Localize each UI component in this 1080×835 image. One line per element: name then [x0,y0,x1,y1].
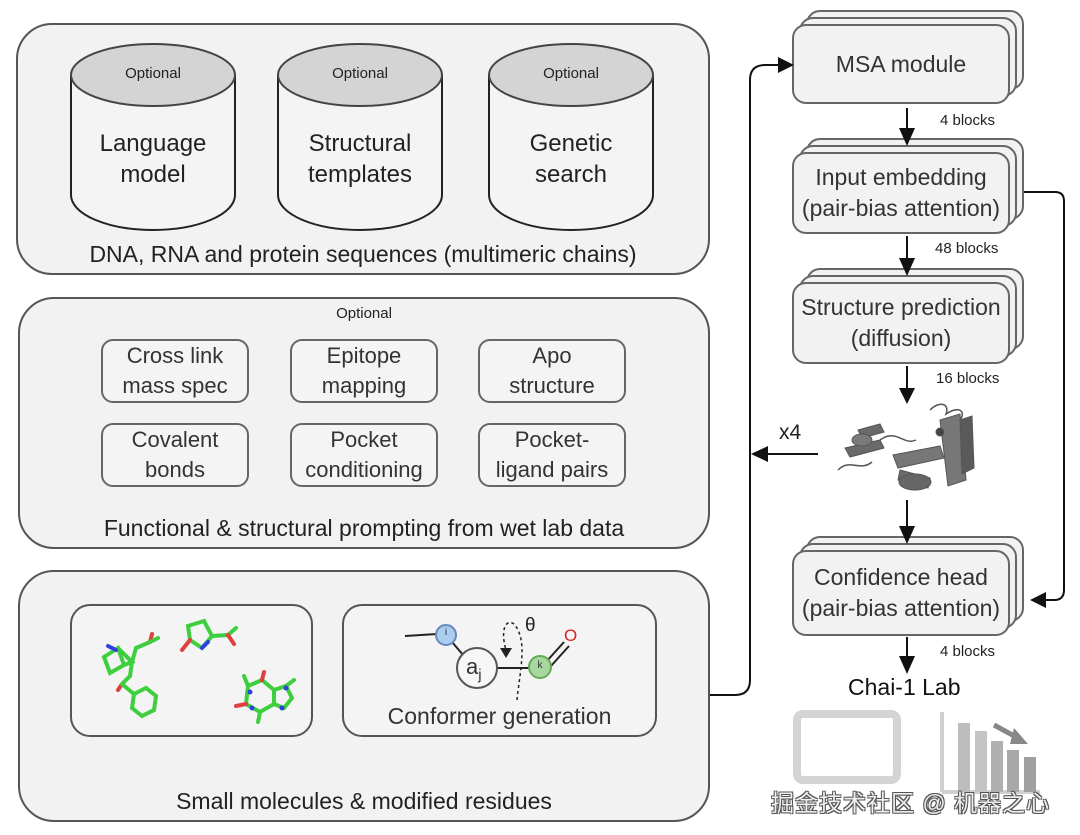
prompt-chip-pocket-ligand: Pocket- ligand pairs [478,423,626,487]
watermark-text: 掘金技术社区 @ 机器之心 [771,790,1051,816]
theta-label: θ [525,615,536,636]
input-embedding-blocks-label: 48 blocks [935,240,999,257]
chai-lab-title: Chai-1 Lab [848,674,961,700]
confidence-head-module: Confidence head (pair-bias attention) [792,536,1024,636]
confidence-head-label: Confidence head (pair-bias attention) [792,550,1010,636]
msa-module: MSA module [792,10,1024,106]
prompting-panel-caption: Functional & structural prompting from w… [103,515,625,541]
prompting-optional-label: Optional [336,305,392,322]
prompt-chip-pocket-conditioning: Pocket conditioning [290,423,438,487]
prompt-chip-apo: Apo structure [478,339,626,403]
connector-lines [710,64,1065,696]
molecule-2-icon [180,618,238,652]
cylinder-optional-label: Optional [125,65,181,82]
molecule-1-icon [101,632,160,719]
molecules-panel-caption: Small molecules & modified residues [176,788,552,814]
molecule-3-icon [234,670,296,724]
cylinder-language-model [70,43,236,231]
conformer-caption: Conformer generation [387,703,612,729]
bar-chart-icon [940,712,1040,794]
input-embedding-label: Input embedding (pair-bias attention) [792,152,1010,234]
cylinder-label: Structural templates [307,130,413,188]
atom-j-icon [456,647,498,689]
cylinder-label: Genetic search [529,130,613,188]
cylinder-label: Language model [99,130,207,188]
molecule-structures-box [70,604,313,737]
cylinder-genetic-search [488,43,654,231]
conformer-box [342,604,657,737]
cylinder-optional-label: Optional [332,65,388,82]
atom-i-icon [435,624,457,646]
oxygen-label: O [564,626,578,645]
embedding-to-confidence-connector [1024,191,1065,601]
cylinder-optional-label: Optional [543,65,599,82]
cylinder-structural-templates [277,43,443,231]
msa-module-label: MSA module [792,24,1010,104]
structure-prediction-label: Structure prediction (diffusion) [792,282,1010,364]
atom-k-icon [528,655,552,679]
sequences-panel-caption: DNA, RNA and protein sequences (multimer… [89,241,637,267]
confidence-head-blocks-label: 4 blocks [940,643,996,660]
structure-prediction-module: Structure prediction (diffusion) [792,268,1024,364]
prompt-chip-cross-link: Cross link mass spec [101,339,249,403]
msa-blocks-label: 4 blocks [940,112,996,129]
structure-prediction-blocks-label: 16 blocks [936,370,1000,387]
protein-structure-icon [837,403,975,491]
atom-j-subscript: j [478,666,482,684]
arrowheads [751,57,1046,674]
atom-i-label: i [444,627,448,638]
atom-j-label: aj [466,654,482,683]
prompt-chip-epitope: Epitope mapping [290,339,438,403]
atom-k-label: k [537,660,543,671]
prompt-chip-covalent: Covalent bonds [101,423,249,487]
tablet-icon [793,710,901,784]
input-embedding-module: Input embedding (pair-bias attention) [792,138,1024,234]
atom-j-main: a [466,654,479,679]
recycle-count-label: x4 [779,421,802,444]
input-to-msa-connector [710,64,778,696]
